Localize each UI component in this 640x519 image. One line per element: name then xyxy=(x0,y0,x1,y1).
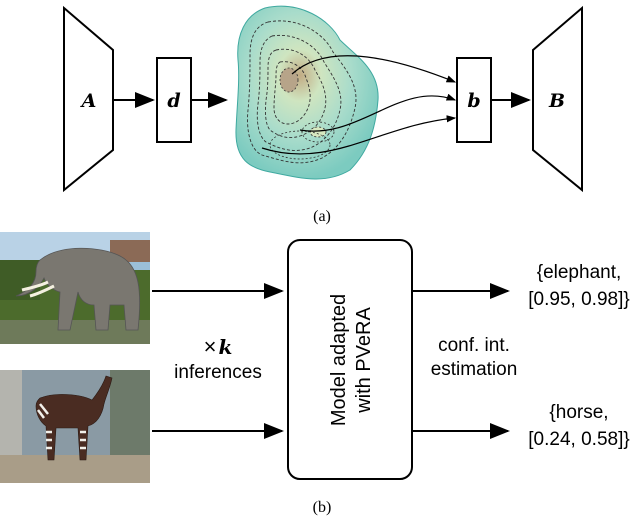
sample-line-3 xyxy=(261,115,457,155)
output-bottom-line2: [0.24, 0.58]} xyxy=(528,429,629,450)
output-top-line1: {elephant, xyxy=(537,262,622,283)
output-top-line2: [0.95, 0.98]} xyxy=(528,289,629,310)
box-d-label: d xyxy=(167,90,180,112)
conf-int-label-line2: estimation xyxy=(431,359,518,380)
panel-a: A d b B (a xyxy=(63,5,583,225)
inferences-label: inferences xyxy=(174,362,262,383)
sample-line-2 xyxy=(299,93,457,132)
times-symbol: × xyxy=(204,334,217,359)
encoder-label: A xyxy=(80,90,97,112)
conf-int-label-line1: conf. int. xyxy=(438,335,510,356)
decoder-trapezoid xyxy=(532,5,583,193)
box-b-label: b xyxy=(467,90,480,112)
latent-distribution-blob xyxy=(235,5,457,180)
model-label-line1: Model adapted xyxy=(328,294,350,426)
elephant-photo xyxy=(0,232,150,344)
sample-line-1 xyxy=(291,55,457,83)
output-bottom-line1: {horse, xyxy=(549,402,608,423)
model-label-line2: with PVeRA xyxy=(353,307,375,414)
caption-b: (b) xyxy=(313,499,332,516)
okapi-photo xyxy=(0,370,150,483)
k-symbol: k xyxy=(219,335,233,359)
panel-b: ×k inferences Model adapted with PVeRA c… xyxy=(0,232,630,516)
caption-a: (a) xyxy=(313,208,331,225)
inference-count: ×k xyxy=(204,334,233,359)
decoder-label: B xyxy=(548,90,565,112)
model-label: Model adapted with PVeRA xyxy=(328,294,375,426)
model-box xyxy=(287,239,413,480)
encoder-trapezoid xyxy=(63,5,114,193)
box-d xyxy=(156,57,192,143)
